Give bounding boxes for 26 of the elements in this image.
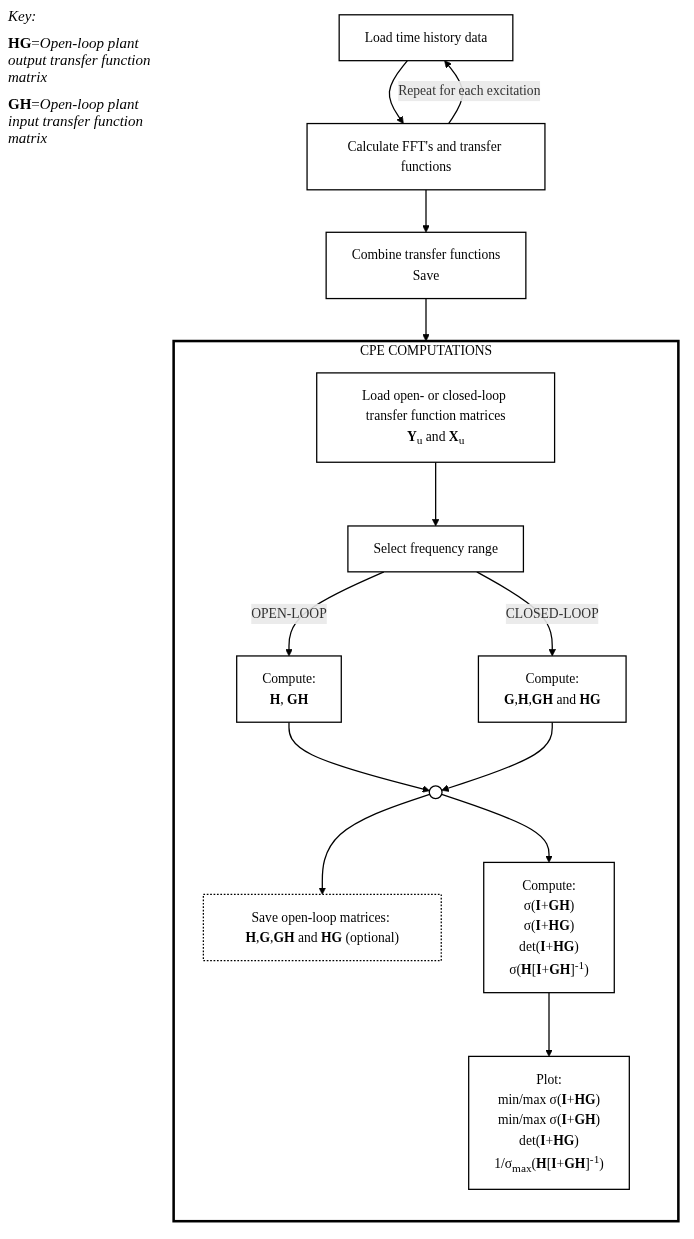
node-box: Compute: G,H,GH and HG [477, 655, 627, 723]
arrow [288, 721, 430, 793]
node-box: Plot: min/max σ(I+HG) min/max σ(I+GH) det(I+HG) 1/σ$_{max}$(H[I+GH]$^{-1}$) [468, 1055, 630, 1190]
edge-label: OPEN-LOOP [251, 606, 327, 621]
arrow [422, 189, 430, 233]
node-box: Combine transfer functions Save [325, 231, 527, 300]
arrow [441, 793, 553, 863]
node-box: Compute: σ(I+GH) σ(I+HG) det(I+HG) σ(H[I+GH]$^{-1}$) [483, 861, 615, 994]
arrow [545, 992, 553, 1057]
node-box: Compute: H, GH [236, 655, 342, 723]
key-note: GH=Open-loop plant input transfer function matrix [8, 96, 144, 147]
arrow [422, 297, 430, 342]
edge-label: CLOSED-LOOP [505, 606, 599, 621]
arrow [431, 461, 440, 527]
key-note: HG=Open-loop plant output transfer function matrix [8, 35, 152, 86]
arrow [318, 793, 431, 895]
node-box: Load open- or closed-loop transfer function matrices Y$_{u}$ and X$_{u}$ [316, 372, 556, 463]
node-circle [428, 785, 443, 800]
node-box: Calculate FFT's and transfer functions [306, 122, 546, 191]
node-box: Select frequency range [347, 525, 525, 573]
edge-label: Repeat for each excitation [398, 83, 541, 98]
arrow [441, 721, 553, 792]
node-box: Save open-loop matrices: H,G,GH and HG (optional) [202, 893, 442, 962]
arrow [388, 60, 409, 124]
key-note: Key: [8, 8, 38, 25]
node-box: Load time history data [338, 14, 514, 62]
